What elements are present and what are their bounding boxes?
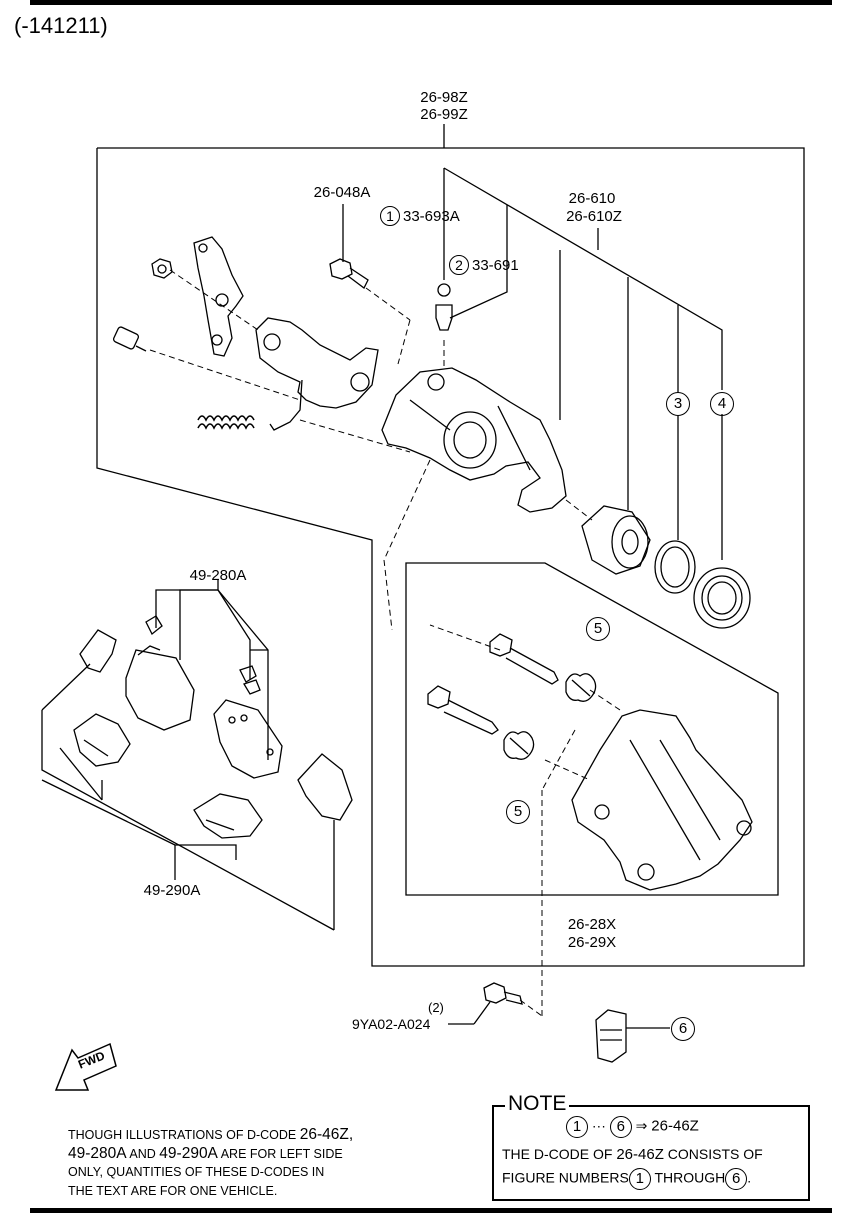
guide-pin-upper	[489, 633, 559, 685]
return-spring	[197, 415, 255, 430]
callout-5a-circle: 5	[586, 617, 610, 641]
disclaimer-line-4: THE TEXT ARE FOR ONE VEHICLE.	[68, 1183, 278, 1198]
anti-rattle-clip-upper	[73, 713, 131, 767]
note-line-1: 1 ··· 6 ⇒ 26-46Z	[566, 1116, 699, 1138]
caliper-assembly-frame	[96, 147, 805, 967]
bleeder-screw	[435, 304, 453, 331]
disclaimer-line-2: 49-280A AND 49-290A ARE FOR LEFT SIDE	[68, 1144, 343, 1162]
piston-label-1: 26-610	[568, 190, 616, 207]
bracket-frame	[405, 562, 779, 896]
callout-6-circle: 6	[671, 1017, 695, 1041]
shim-left	[79, 629, 117, 673]
pin-part	[112, 326, 147, 352]
guide-pin-boot-upper	[565, 673, 597, 702]
shim-right	[297, 753, 353, 821]
top-rule	[30, 0, 832, 5]
note-title: NOTE	[505, 1092, 570, 1116]
brake-pad-outer	[213, 699, 283, 779]
callout-1-circle: 1	[380, 206, 400, 226]
callout-2-circle: 2	[449, 255, 469, 275]
bleeder-cap-part-label: 33-693A	[403, 208, 460, 225]
shims-leader-tree	[41, 663, 335, 931]
shims-label: 49-290A	[143, 882, 201, 899]
dust-boot	[693, 567, 751, 629]
mount-bolt-qty: (2)	[428, 1000, 444, 1015]
note-box	[492, 1105, 810, 1201]
nut-part	[151, 258, 173, 279]
callout-3-circle: 3	[666, 392, 690, 416]
piston	[581, 505, 651, 575]
callout-5b-circle: 5	[506, 800, 530, 824]
guide-pin-boot-lower	[503, 731, 535, 760]
note-line-2: THE D-CODE OF 26-46Z CONSISTS OF	[502, 1146, 763, 1163]
grease-packet	[595, 1009, 627, 1063]
revision-code: (-141211)	[14, 13, 108, 38]
mount-bolt-label: 9YA02-A024	[352, 1016, 431, 1032]
guide-pin-lower	[427, 685, 499, 735]
bracket-label-2: 26-29X	[567, 934, 617, 951]
pads-label: 49-280A	[189, 567, 247, 584]
lever-bracket	[255, 317, 379, 431]
disclaimer-line-1: THOUGH ILLUSTRATIONS OF D-CODE 26-46Z,	[68, 1126, 354, 1143]
caliper-body	[381, 367, 567, 513]
caliper-assy-label-1: 26-98Z	[420, 89, 468, 106]
clip-part	[145, 615, 261, 695]
bracket-label-1: 26-28X	[567, 916, 617, 933]
caliper-assy-label-2: 26-99Z	[420, 106, 468, 123]
disclaimer-text: THOUGH ILLUSTRATIONS OF D-CODE 26-46Z, 4…	[68, 1126, 353, 1200]
parking-lever	[193, 236, 244, 357]
callout-4-circle: 4	[710, 392, 734, 416]
anti-rattle-clip-lower	[193, 793, 263, 839]
brake-pad-inner	[125, 645, 195, 731]
bleeder-cap	[437, 283, 451, 297]
piston-seal	[654, 540, 696, 594]
disclaimer-line-3: ONLY, QUANTITIES OF THESE D-CODES IN	[68, 1165, 325, 1179]
piston-label-2: 26-610Z	[566, 208, 622, 225]
bottom-rule	[30, 1208, 832, 1213]
mounting-bolt	[483, 982, 523, 1005]
bleeder-screw-part-label: 33-691	[472, 257, 519, 274]
bolt-label: 26-048A	[313, 184, 371, 201]
bolt-26-048A	[329, 258, 369, 289]
caliper-bracket	[571, 709, 753, 891]
